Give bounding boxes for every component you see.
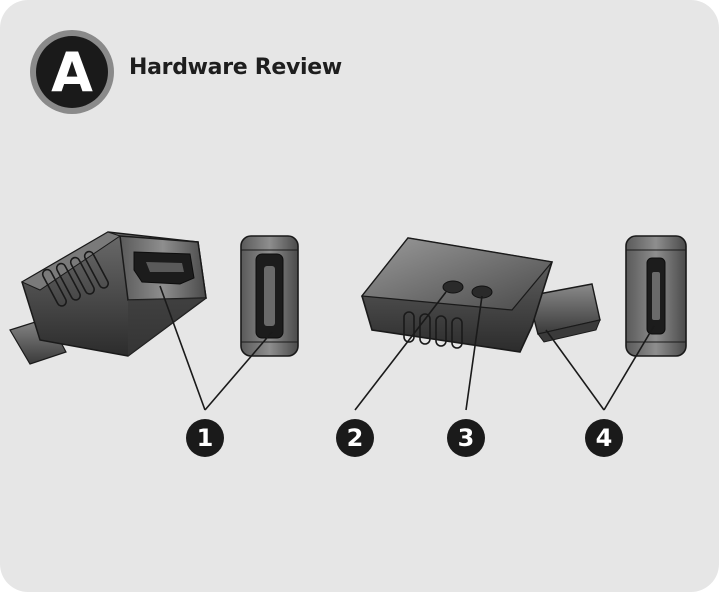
leader-lines — [159, 285, 655, 411]
callout-3: 3 — [447, 419, 485, 457]
hdmi-port-front-icon — [240, 235, 299, 357]
hdmi-right-angle-adapter-icon — [9, 231, 207, 365]
callout-1: 1 — [186, 419, 224, 457]
hdmi-port-side-icon — [625, 235, 687, 357]
page-title: Hardware Review — [129, 55, 342, 80]
hdmi-wireless-adapter-icon — [360, 237, 601, 353]
callout-2: 2 — [336, 419, 374, 457]
section-badge-a-icon: A — [30, 30, 114, 114]
badge-letter: A — [51, 41, 93, 104]
callout-4: 4 — [585, 419, 623, 457]
